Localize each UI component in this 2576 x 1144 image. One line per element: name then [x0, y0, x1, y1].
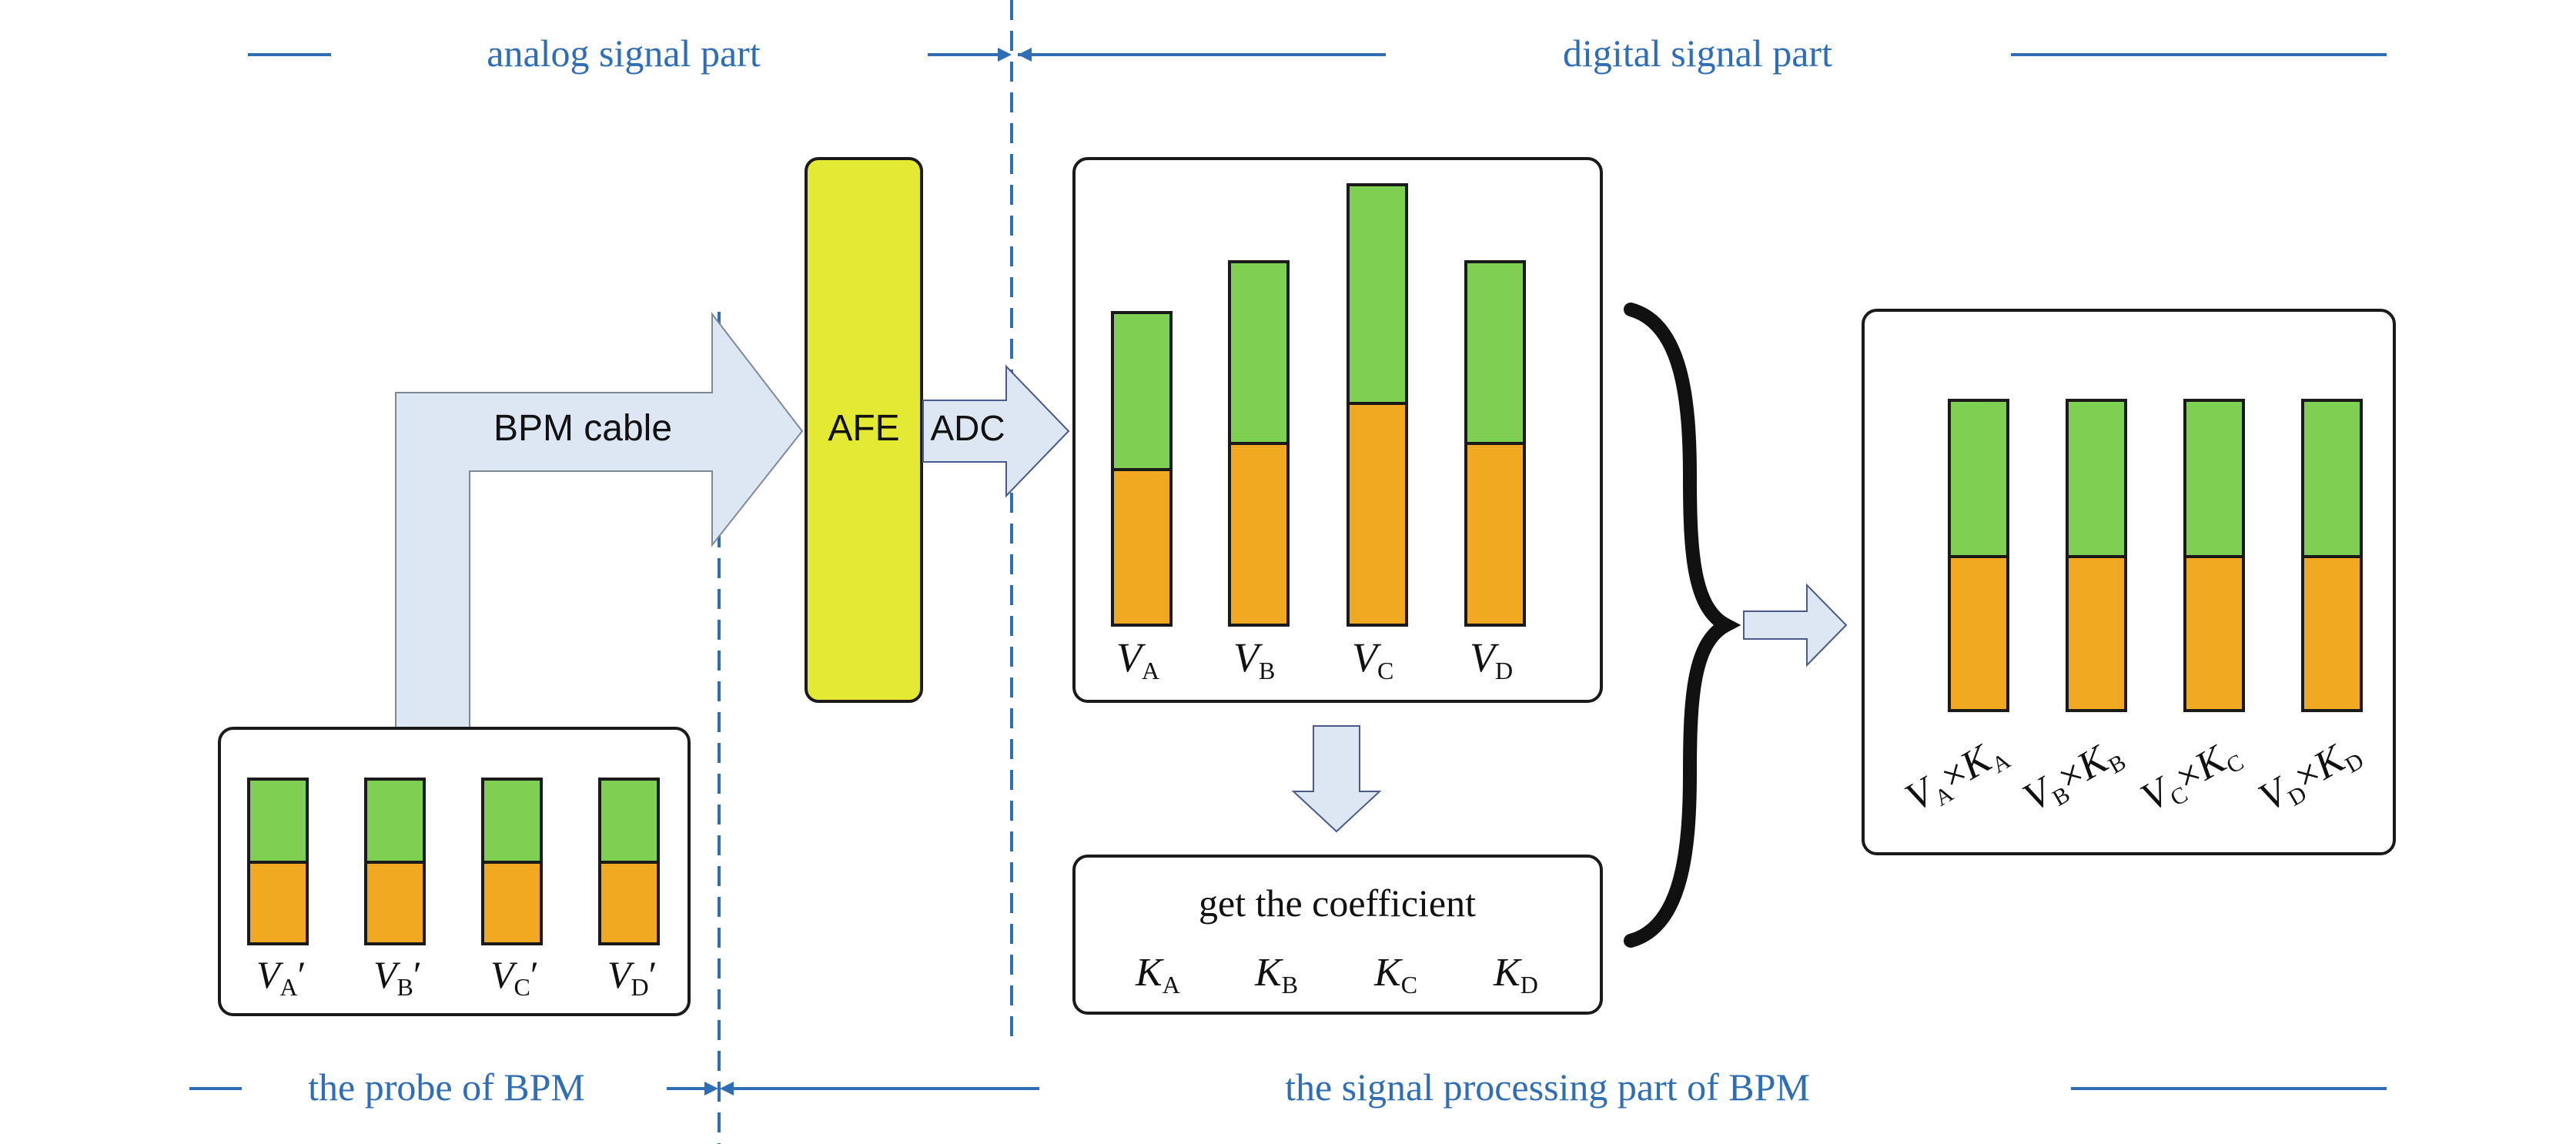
digital-bar-d-orange — [1464, 442, 1526, 627]
probe-of-bpm-label: the probe of BPM — [308, 1065, 585, 1109]
calibrated-bar-b-orange — [2066, 555, 2127, 712]
adc-label: ADC — [930, 408, 1005, 448]
digital-bar-d-green — [1464, 260, 1526, 445]
digital-labels: VA VB VC VD — [1116, 634, 1513, 684]
bpm-cable-arrow — [395, 312, 804, 728]
digital-bar-a-orange — [1111, 468, 1173, 627]
analog-signal-label: analog signal part — [487, 32, 761, 75]
probe-bar-a-green — [247, 778, 309, 864]
probe-bar-a-orange — [247, 861, 309, 945]
signal-processing-label: the signal processing part of BPM — [1285, 1065, 1810, 1109]
digital-bar-b-green — [1228, 260, 1290, 445]
calibrated-bar-a-orange — [1948, 555, 2009, 712]
probe-bar-d-orange — [598, 861, 660, 945]
probe-label-c: VC′ — [490, 953, 539, 1001]
probe-box — [218, 727, 691, 1016]
calibrated-bar-c-green — [2183, 399, 2245, 558]
arrowhead-digital-left — [1018, 48, 1032, 62]
probe-labels: VA′ VB′ VC′ VD′ — [256, 953, 657, 1001]
probe-label-d: VD′ — [607, 953, 657, 1001]
digital-signal-label: digital signal part — [1563, 32, 1832, 75]
digital-bars — [1111, 183, 1526, 627]
coeff-label-a: KA — [1135, 951, 1180, 998]
coefficient-box — [1072, 855, 1603, 1015]
probe-bars — [247, 778, 660, 945]
arrowhead-processing-left — [720, 1082, 734, 1095]
digital-bar-b-orange — [1228, 442, 1290, 627]
probe-bar-c-green — [481, 778, 543, 864]
arrowhead-probe-right — [704, 1082, 718, 1095]
right-arrow — [1743, 583, 1848, 667]
probe-bar-b-orange — [364, 861, 426, 945]
arrowhead-analog-right — [998, 48, 1012, 62]
calibrated-bar-b-green — [2066, 399, 2127, 558]
calibrated-bar-a-green — [1948, 399, 2009, 558]
digital-label-d: VD — [1470, 634, 1513, 684]
probe-label-a: VA′ — [256, 953, 306, 1001]
calibrated-bar-d-orange — [2301, 555, 2363, 712]
digital-bar-a-green — [1111, 311, 1173, 471]
digital-label-b: VB — [1233, 634, 1275, 684]
digital-bar-c-green — [1347, 183, 1408, 405]
adc-arrow — [922, 364, 1070, 498]
coefficient-title: get the coefficient — [1199, 881, 1476, 925]
calibrated-bars — [1948, 399, 2363, 712]
coefficient-labels: KA KB KC KD — [1135, 951, 1538, 998]
digital-bar-c-orange — [1347, 402, 1408, 627]
probe-label-b: VB′ — [373, 953, 422, 1001]
digital-label-a: VA — [1116, 634, 1159, 684]
coeff-label-c: KC — [1373, 951, 1417, 998]
calibrated-bar-d-green — [2301, 399, 2363, 558]
coeff-label-d: KD — [1493, 951, 1538, 998]
afe-label: AFE — [828, 408, 899, 449]
probe-bar-d-green — [598, 778, 660, 864]
afe-block — [805, 157, 923, 703]
bpm-cable-label: BPM cable — [493, 408, 672, 449]
curly-brace — [1624, 303, 1741, 948]
down-arrow — [1291, 725, 1382, 833]
probe-bar-c-orange — [481, 861, 543, 945]
calibrated-bar-c-orange — [2183, 555, 2245, 712]
coeff-label-b: KB — [1254, 951, 1298, 998]
digital-label-c: VC — [1352, 634, 1393, 684]
probe-bar-b-green — [364, 778, 426, 864]
